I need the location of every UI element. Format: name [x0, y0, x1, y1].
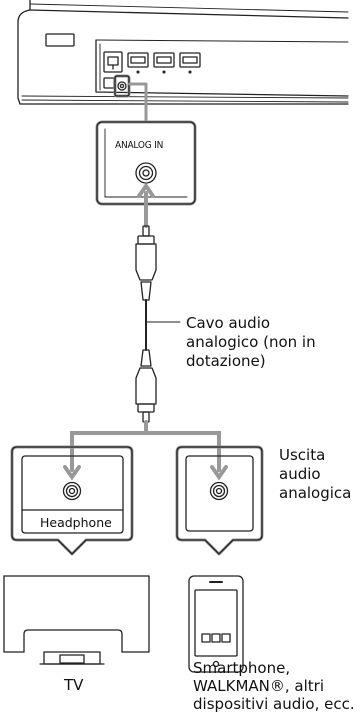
devices-label: Smartphone, WALKMAN®, altri dispositivi …	[193, 659, 355, 713]
hdmi-port-icon	[153, 52, 175, 74]
audio-cable	[63, 182, 228, 481]
tv-headphone-panel	[10, 445, 134, 556]
lan-port-icon	[103, 51, 123, 73]
top-plug-icon	[135, 225, 157, 301]
smartphone-icon	[188, 575, 244, 673]
hdmi-port-icon	[127, 52, 149, 74]
device-output-panel	[175, 445, 264, 556]
hdmi-port-icon	[179, 52, 201, 74]
cable-label: Cavo audio analogico (non in dotazione)	[186, 314, 316, 370]
output-label: Uscita audio analogica	[279, 446, 352, 502]
tv-icon	[3, 575, 150, 665]
analog-in-jack-icon	[135, 162, 157, 184]
headphone-jack-icon	[62, 481, 82, 501]
bottom-plug-icon	[135, 349, 157, 423]
callout-line	[128, 82, 148, 124]
device-output-jack-icon	[209, 481, 229, 501]
analog-in-label: ANALOG IN	[115, 140, 164, 151]
soundbar-analog-jack-icon	[113, 74, 131, 98]
tv-label: TV	[64, 676, 84, 694]
headphone-label: Headphone	[40, 515, 112, 530]
soundbar	[17, 0, 349, 105]
